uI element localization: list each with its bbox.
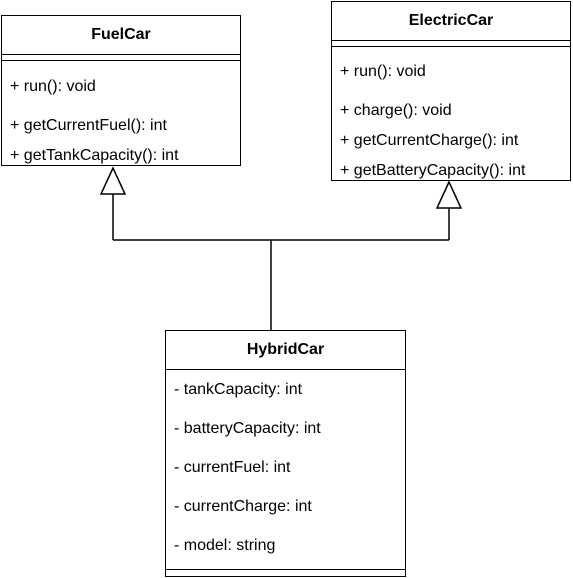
electriccar-method-run: + run(): void <box>340 63 426 80</box>
class-electriccar-attributes-compartment <box>332 41 570 47</box>
fuel-generalization-arrowhead <box>99 166 127 195</box>
electric-generalization-arrowhead <box>435 180 463 209</box>
fuelcar-method-getcurrentfuel: + getCurrentFuel(): int <box>10 117 167 134</box>
class-hybridcar-title: HybridCar <box>166 331 405 370</box>
hybridcar-attr-batterycapacity: - batteryCapacity: int <box>174 420 321 437</box>
class-fuelcar-attributes-compartment <box>2 55 240 61</box>
fuelcar-method-gettankcapacity: + getTankCapacity(): int <box>10 147 179 164</box>
class-electriccar-title: ElectricCar <box>332 2 570 41</box>
class-hybridcar-methods-compartment <box>166 569 405 570</box>
class-electriccar[interactable]: ElectricCar + run(): void + charge(): vo… <box>331 1 571 181</box>
hybridcar-attr-tankcapacity: - tankCapacity: int <box>174 381 303 398</box>
class-fuelcar[interactable]: FuelCar + run(): void + getCurrentFuel()… <box>1 15 241 166</box>
hybridcar-attr-currentcharge: - currentCharge: int <box>174 498 312 515</box>
class-fuelcar-title: FuelCar <box>2 16 240 55</box>
electriccar-method-getcurrentcharge: + getCurrentCharge(): int <box>340 132 519 149</box>
electriccar-method-charge: + charge(): void <box>340 102 452 119</box>
electriccar-method-getbatterycapacity: + getBatteryCapacity(): int <box>340 162 526 179</box>
hybridcar-attr-model: - model: string <box>174 537 276 554</box>
fuelcar-method-run: + run(): void <box>10 78 96 95</box>
hybridcar-attr-currentfuel: - currentFuel: int <box>174 459 291 476</box>
class-hybridcar[interactable]: HybridCar - tankCapacity: int - batteryC… <box>165 330 406 577</box>
